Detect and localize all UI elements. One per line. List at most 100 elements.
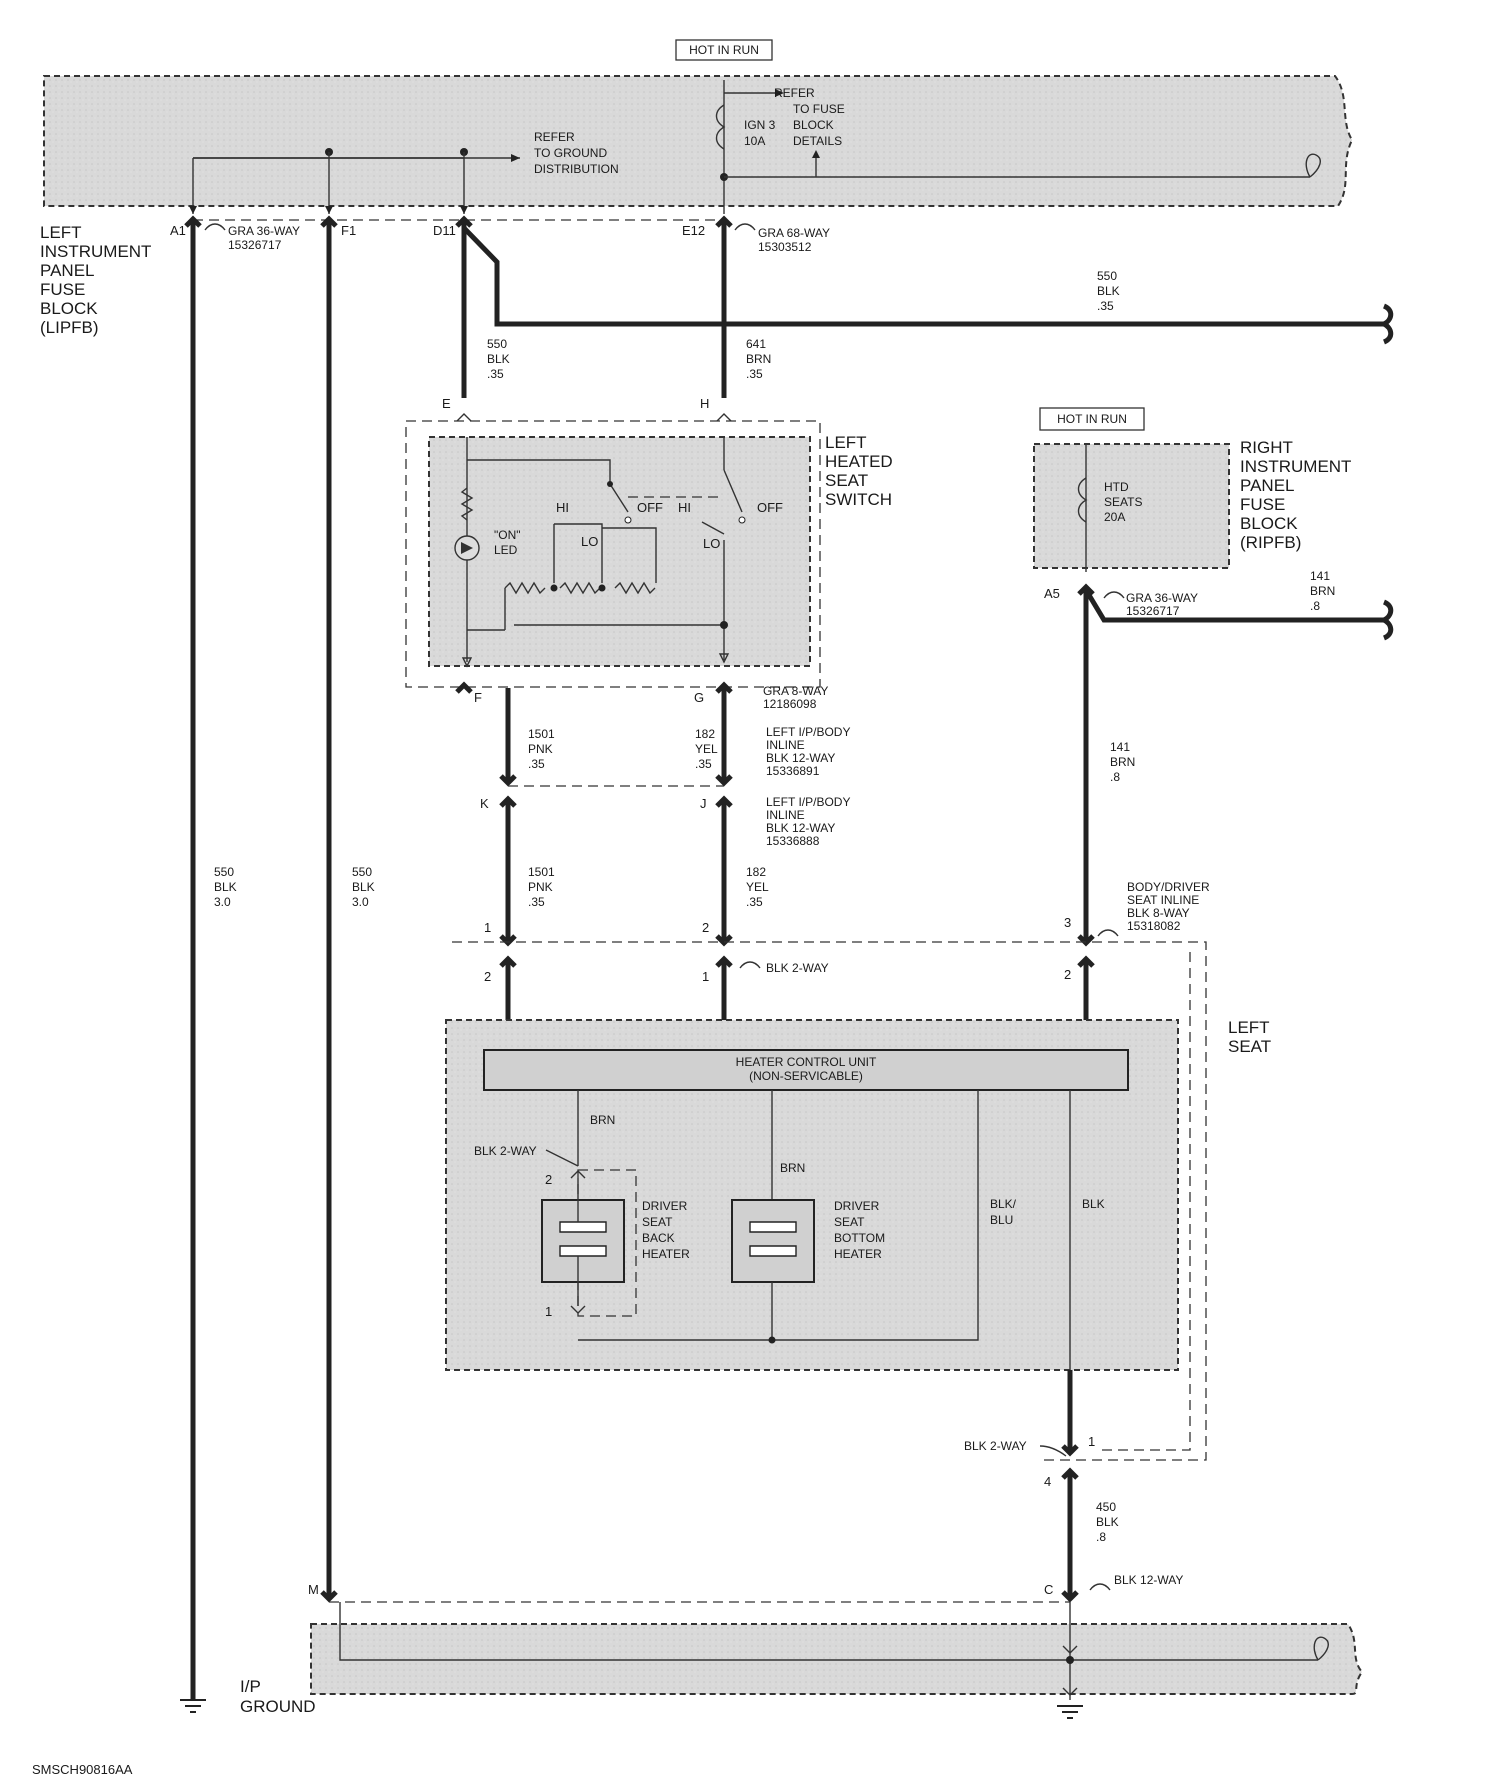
htd-fuse-symbol [1077,477,1088,523]
conn-blk2b: BLK 2-WAY [474,1144,537,1158]
blk2-leader [739,961,761,969]
pin-h: H [700,396,709,411]
conn-body-2: SEAT INLINE [1127,893,1199,907]
on-led-1: "ON" [494,528,521,542]
w182b-3: .35 [746,895,763,909]
w550c-1: 550 [214,865,234,879]
refer-fuse-1: REFER [774,86,815,100]
conn-gra68-2: 15303512 [758,240,812,254]
ripfb-label-3: PANEL [1240,476,1295,495]
ripfb-label-4: FUSE [1240,495,1285,514]
switch-out-arrows [461,630,730,668]
pin-e12: E12 [682,223,705,238]
htd-fuse-3: 20A [1104,510,1125,524]
conn-gra36b-1: GRA 36-WAY [1126,591,1198,605]
conn-blk12: BLK 12-WAY [1114,1573,1183,1587]
switch-outline [405,420,821,688]
pin-q2b: 2 [1064,967,1071,982]
switch-top-chevrons [456,413,732,422]
refer-ground-1: REFER [534,130,575,144]
inner-brn1: BRN [590,1113,615,1127]
bottom-heater-3: BOTTOM [834,1231,885,1245]
bottom-heater-1: DRIVER [834,1199,880,1213]
body-inline-chevrons-2 [499,955,1095,968]
htd-fuse-2: SEATS [1104,495,1142,509]
back-heater [541,1199,625,1283]
blk12-chevrons [320,1590,1079,1603]
lipfb-label-5: BLOCK [40,299,98,318]
pin-f: F [474,690,482,705]
w641-2: BRN [746,352,771,366]
w141b-3: .8 [1110,770,1120,784]
heater-resistors [504,581,656,595]
blk12-leader [1089,1583,1111,1591]
w1501b-3: .35 [528,895,545,909]
sw1-contact [624,516,632,524]
w141b-1: 141 [1110,740,1130,754]
switch-body [428,436,811,667]
w450-2: BLK [1096,1515,1119,1529]
lipfb-band [43,75,1354,207]
w141b-2: BRN [1110,755,1135,769]
w550c-3: 3.0 [214,895,231,909]
w1501a-1: 1501 [528,727,555,741]
conn-lip2-4: 15336888 [766,834,820,848]
w641-1: 641 [746,337,766,351]
body-inline-chevrons-1 [499,934,1095,947]
lipfb-label-3: PANEL [40,261,95,280]
conn-lip2-2: INLINE [766,808,805,822]
refer-fuse-3: BLOCK [793,118,834,132]
inline-chevrons-2 [499,795,733,808]
sw1-hi: HI [556,500,569,515]
w550d-3: 3.0 [352,895,369,909]
conn-lip1-4: 15336891 [766,764,820,778]
ip-ground-1: I/P [240,1677,261,1696]
conn-gra8-2: 12186098 [763,697,817,711]
on-led-2: LED [494,543,518,557]
blk2c-chevron [1061,1444,1079,1457]
inner-blkblu-1: BLK/ [990,1197,1017,1211]
conn-body-3: BLK 8-WAY [1127,906,1190,920]
t4-chevron [1061,1467,1079,1480]
w450-1: 450 [1096,1500,1116,1514]
w182a-2: YEL [695,742,718,756]
gra36b-leader [1103,591,1125,599]
switch-title-3: SEAT [825,471,868,490]
fuse-details-arrowhead [812,150,820,158]
blk2c-leader [1039,1445,1067,1457]
w1501b-2: PNK [528,880,553,894]
w182a-1: 182 [695,727,715,741]
w1501a-2: PNK [528,742,553,756]
ripfb-label-2: INSTRUMENT [1240,457,1351,476]
back-connector-chevrons [570,1170,586,1314]
pin-t4: 4 [1044,1474,1051,1489]
pin-s1: 1 [545,1304,552,1319]
sw2-contact [738,516,746,524]
refer-ground-3: DISTRIBUTION [534,162,619,176]
ign-fuse-rating: 10A [744,134,765,148]
gra68-leader [734,223,756,231]
heater-control-unit [483,1049,1129,1091]
conn-lip1-1: LEFT I/P/BODY [766,725,850,739]
ground-band-bus [339,1602,1318,1661]
w550a-1: 550 [487,337,507,351]
ripfb-box [1033,443,1230,569]
switch-led-feed [467,459,611,484]
a5-chevron [1077,583,1095,596]
w182a-3: .35 [695,757,712,771]
ign-fuse-name: IGN 3 [744,118,776,132]
ip-ground-icon [180,1699,206,1713]
hot-in-run-top-label: HOT IN RUN [689,43,759,57]
ip-ground-2: GROUND [240,1697,316,1716]
inner-blkblu-2: BLU [990,1213,1013,1227]
back-heater-2: SEAT [642,1215,673,1229]
pin-f1: F1 [341,223,356,238]
lipfb-label-4: FUSE [40,280,85,299]
ign-fuse-symbol [715,104,726,150]
switch2-lo-blade [701,521,725,535]
conn-lip1-2: INLINE [766,738,805,752]
pin-s2: 2 [545,1172,552,1187]
wire-550-branch [462,226,1384,327]
lipfb-label-1: LEFT [40,223,82,242]
ripfb-label-1: RIGHT [1240,438,1293,457]
